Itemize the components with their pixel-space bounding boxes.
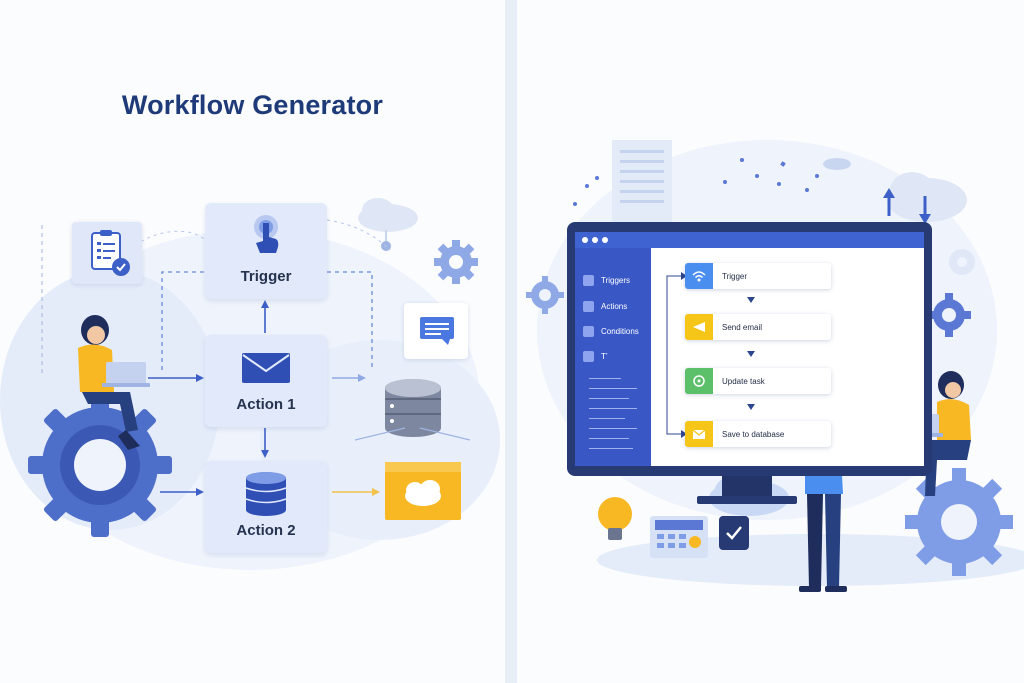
sidebar-item-label: T’ [601,351,608,361]
step-label: Update task [722,376,765,386]
tap-hand-icon [254,215,279,253]
trigger-node[interactable]: Trigger [205,203,327,299]
sidebar-item-triggers[interactable]: Triggers [583,274,630,286]
refresh-icon [685,368,713,394]
sidebar-square-icon [583,350,594,362]
sidebar-placeholder-line [589,388,637,389]
step-label: Save to database [722,429,785,439]
sidebar-placeholder-line [589,408,637,409]
step-label: Trigger [722,271,748,281]
step-label: Send email [722,322,763,332]
left-illustration-panel: Workflow Generator Trigger [0,0,505,683]
sidebar-item-other[interactable]: T’ [583,350,608,362]
sidebar-square-icon [583,325,594,337]
workflow-step-update-task[interactable]: Update task [685,368,831,394]
right-illustration-panel: Triggers Actions Conditions T’ [517,0,1024,683]
sidebar-placeholder-line [589,398,629,399]
sidebar-placeholder-line [589,448,633,449]
sidebar-item-label: Triggers [601,275,631,285]
action2-node-label: Action 2 [236,522,296,539]
window-titlebar [575,232,924,248]
sidebar-placeholder-line [589,438,629,439]
sidebar-placeholder-line [589,378,621,379]
page-title: Workflow Generator [121,90,384,120]
sidebar-item-label: Actions [601,301,628,311]
action1-node-label: Action 1 [236,396,296,413]
down-arrow-icon [747,351,755,357]
sidebar-square-icon [583,274,594,286]
sidebar-placeholder-line [589,428,637,429]
window-close-dot[interactable] [582,237,588,243]
send-icon [685,314,713,340]
trigger-node-label: Trigger [240,268,292,285]
wifi-icon [685,263,713,289]
workflow-step-send-email[interactable]: Send email [685,314,831,340]
sidebar-item-label: Conditions [601,326,639,336]
action2-node[interactable]: Action 2 [205,461,327,553]
window-maximize-dot[interactable] [602,237,608,243]
app-window: Triggers Actions Conditions T’ [575,232,924,466]
workflow-step-save-database[interactable]: Save to database [685,421,831,447]
monitor: Triggers Actions Conditions T’ [567,222,932,476]
sidebar-square-icon [583,300,594,312]
workflow-step-trigger[interactable]: Trigger [685,263,831,289]
chat-bubble-icon [420,317,454,345]
mail-icon [685,421,713,447]
sidebar-item-actions[interactable]: Actions [583,300,627,312]
clipboard-card [72,222,142,284]
window-minimize-dot[interactable] [592,237,598,243]
envelope-icon [242,353,290,383]
sidebar: Triggers Actions Conditions T’ [575,248,651,466]
panel-divider [505,0,517,683]
sidebar-placeholder-line [589,418,625,419]
database-icon [245,472,287,516]
down-arrow-icon [747,404,755,410]
message-card [404,303,468,359]
sidebar-item-conditions[interactable]: Conditions [583,325,639,337]
down-arrow-icon [747,297,755,303]
action1-node[interactable]: Action 1 [205,335,327,427]
clipboard-check-icon [91,230,130,276]
